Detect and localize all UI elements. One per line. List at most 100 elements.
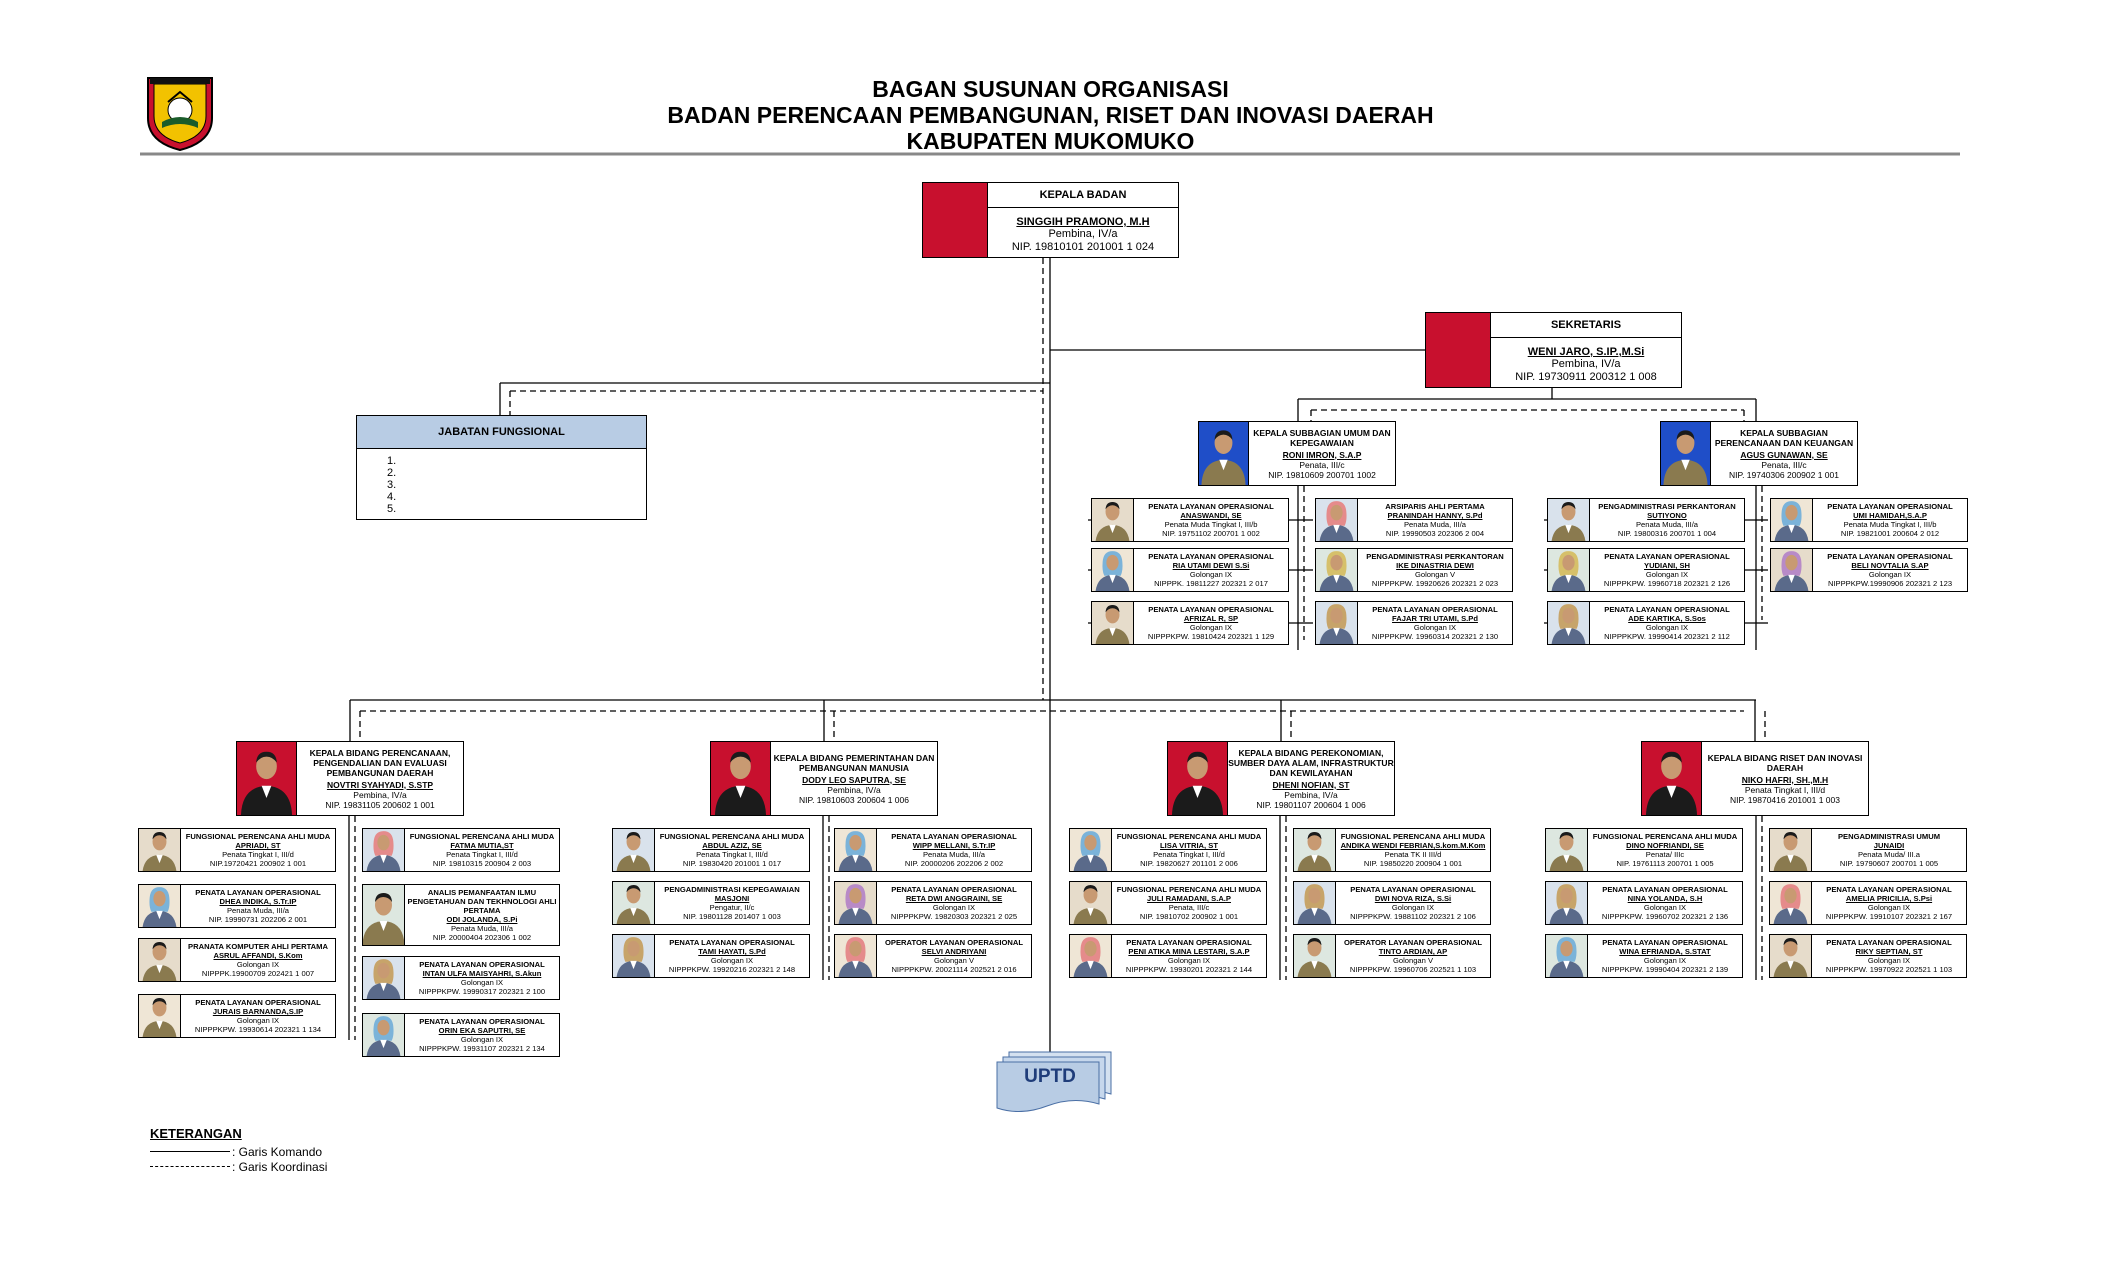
person-name: ASRUL AFFANDI, S.Kom: [213, 951, 303, 960]
position-title: FUNGSIONAL PERENCANA AHLI MUDA: [1116, 832, 1262, 841]
person-rank: Golongan V: [1392, 956, 1434, 965]
person-rank: Golongan IX: [1645, 570, 1689, 579]
person-rank: Penata Muda Tingkat I, III/b: [1843, 520, 1937, 529]
position-title: PENATA LAYANAN OPERASIONAL: [891, 885, 1017, 894]
title-line-1: BAGAN SUSUNAN ORGANISASI: [872, 76, 1229, 102]
legend: KETERANGAN : Garis Komando : Garis Koord…: [150, 1126, 327, 1174]
sekretaris-rank: Pembina, IV/a: [1551, 358, 1621, 370]
person-nip: NIPPPKPW. 19810424 202321 1 129: [1147, 632, 1275, 641]
person-nip: NIPPPKPW. 19910107 202321 2 167: [1825, 912, 1953, 921]
person-name: ANDIKA WENDI FEBRIAN,S.kom.M.Kom: [1340, 841, 1486, 850]
position-title: KEPALA SUBBAGIAN PERENCANAAN DAN KEUANGA…: [1714, 427, 1854, 448]
person-nip: NIPPPKPW. 19990404 202321 2 139: [1601, 965, 1729, 974]
person-nip: NIPPPKPW. 19990317 202321 2 100: [418, 987, 546, 996]
position-title: FUNGSIONAL PERENCANA AHLI MUDA: [659, 832, 805, 841]
person-name: RONI IMRON, S.A.P: [1282, 449, 1362, 460]
person-photo: [1771, 499, 1813, 541]
person-name: IKE DINASTRIA DEWI: [1396, 561, 1474, 570]
person-rank: Pembina, IV/a: [353, 789, 407, 800]
person-nip: NIPPPKPW. 19960702 202321 2 136: [1601, 912, 1729, 921]
person-photo: [835, 829, 877, 871]
position-title: PENATA LAYANAN OPERASIONAL: [419, 960, 545, 969]
person-rank: Pembina, IV/a: [827, 784, 881, 795]
person-name: AFRIZAL R, SP: [1183, 614, 1239, 623]
person-photo: [1316, 499, 1358, 541]
person-rank: Golongan IX: [1189, 570, 1233, 579]
person-photo: [363, 1014, 405, 1056]
uptd-box: UPTD: [995, 1050, 1115, 1112]
person-name: NOVTRI SYAHYADI, S.STP: [326, 779, 434, 790]
person-rank: Penata, III/c: [1168, 903, 1210, 912]
position-title: FUNGSIONAL PERENCANA AHLI MUDA: [1592, 832, 1738, 841]
person-photo: [613, 882, 655, 924]
person-rank: Penata, III/c: [1761, 459, 1807, 470]
person-nip: NIPPPKPW. 19820303 202321 2 025: [890, 912, 1018, 921]
person-photo: [1771, 549, 1813, 591]
staff-card: ANALIS PEMANFAATAN ILMU PENGETAHUAN DAN …: [362, 884, 560, 946]
position-title: PENGADMINISTRASI UMUM: [1837, 832, 1941, 841]
title-line-3: KABUPATEN MUKOMUKO: [906, 128, 1195, 154]
jf-item: 1.: [387, 455, 397, 467]
person-name: TAMI HAYATI, S.Pd: [698, 947, 766, 956]
person-name: DINO NOFRIANDI, SE: [1626, 841, 1704, 850]
person-photo: [1770, 935, 1812, 977]
sekretaris-nip: NIP. 19730911 200312 1 008: [1515, 371, 1657, 383]
position-title: PENATA LAYANAN OPERASIONAL: [1602, 938, 1728, 947]
person-name: INTAN ULFA MAISYAHRI, S.Akun: [422, 969, 542, 978]
person-name: DWI NOVA RIZA, S.Si: [1374, 894, 1452, 903]
person-nip: NIP. 19850220 200904 1 001: [1363, 859, 1463, 868]
person-photo: [1092, 499, 1134, 541]
position-title: PENATA LAYANAN OPERASIONAL: [669, 938, 795, 947]
person-nip: NIP. 19751102 200701 1 002: [1162, 529, 1260, 538]
position-title: FUNGSIONAL PERENCANA AHLI MUDA: [185, 832, 331, 841]
person-photo: [711, 742, 771, 815]
person-rank: Golongan IX: [236, 960, 280, 969]
position-title: PENATA LAYANAN OPERASIONAL: [1604, 552, 1730, 561]
person-photo: [1661, 422, 1711, 485]
person-photo: [1548, 549, 1590, 591]
person-nip: NIPPPKPW. 19931107 202321 2 134: [419, 1044, 545, 1053]
person-rank: Penata Tingkat I, III/d: [446, 850, 518, 859]
jabatan-fungsional-box: JABATAN FUNGSIONAL 1. 2. 3. 4. 5.: [356, 415, 647, 520]
person-nip: NIP. 20000206 202206 2 002: [904, 859, 1004, 868]
person-nip: NIPPPKPW. 19960314 202321 2 130: [1371, 632, 1499, 641]
position-title: KEPALA BIDANG PEMERINTAHAN DAN PEMBANGUN…: [773, 752, 935, 773]
person-name: DHENI NOFIAN, ST: [1272, 779, 1350, 790]
person-nip: NIP. 19790607 200701 1 005: [1839, 859, 1939, 868]
person-nip: NIPPPKPW. 19960718 202321 2 126: [1603, 579, 1731, 588]
person-nip: NIP. 19870416 201001 1 003: [1730, 794, 1840, 805]
position-title: OPERATOR LAYANAN OPERASIONAL: [885, 938, 1023, 947]
position-title: PENATA LAYANAN OPERASIONAL: [1126, 938, 1252, 947]
person-rank: Penata Tingkat I, III/d: [222, 850, 294, 859]
person-nip: NIPPPKPW. 19970922 202521 1 103: [1825, 965, 1953, 974]
person-rank: Golongan IX: [1643, 903, 1687, 912]
position-title: KEPALA BIDANG PERENCANAAN, PENGENDALIAN …: [309, 747, 451, 778]
person-nip: NIP. 19831105 200602 1 001: [325, 799, 435, 810]
person-photo: [1070, 882, 1112, 924]
person-photo: [139, 995, 181, 1037]
person-rank: Penata Tingkat I, III/d: [696, 850, 768, 859]
kepala-bidang-card: KEPALA BIDANG PERENCANAAN, PENGENDALIAN …: [236, 741, 464, 816]
person-nip: NIP. 19820627 201101 2 006: [1140, 859, 1238, 868]
position-title: PENATA LAYANAN OPERASIONAL: [1604, 605, 1730, 614]
person-photo: [139, 939, 181, 981]
person-name: YUDIANI, SH: [1644, 561, 1690, 570]
position-title: ARSIPARIS AHLI PERTAMA: [1385, 502, 1485, 511]
person-photo: [363, 885, 405, 945]
position-title: PENATA LAYANAN OPERASIONAL: [1602, 885, 1728, 894]
